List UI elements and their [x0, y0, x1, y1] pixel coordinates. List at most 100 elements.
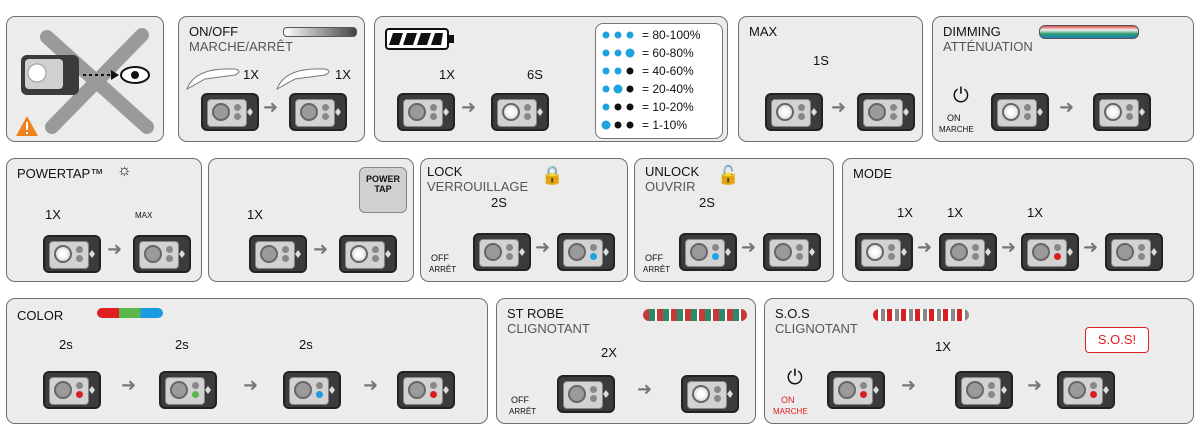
headlamp [1105, 233, 1163, 271]
unlock-off-sub: ARRÊT [643, 265, 671, 274]
arrow-icon: ➜ [1059, 97, 1075, 117]
onoff-tap2: 1X [335, 67, 351, 82]
arrow-icon: ➜ [313, 239, 329, 259]
legend-row: = 10-20% [642, 100, 694, 114]
arrow-icon: ➜ [107, 239, 123, 259]
arrow-icon: ➜ [121, 375, 137, 395]
sos-pattern-bar [873, 309, 969, 321]
sun-icon: ☼ [117, 162, 132, 179]
legend-row: = 80-100% [642, 28, 701, 42]
panel-battery: 1X 6S ➜ = 80-100% = 60-80% = 40-60% = 20… [374, 16, 728, 142]
arrow-icon: ➜ [901, 375, 917, 395]
sos-bubble-text: S.O.S! [1097, 332, 1137, 347]
sos-tap: 1X [935, 339, 951, 354]
strobe-off: OFF [511, 395, 529, 405]
onoff-title: ON/OFF [189, 24, 239, 39]
headlamp [1021, 233, 1079, 271]
dimming-title: DIMMING [943, 24, 1001, 39]
headlamp [763, 233, 821, 271]
lock-title: LOCK [427, 164, 463, 179]
warning-icon [16, 116, 38, 136]
arrow-icon: ➜ [831, 97, 847, 117]
battery-led-dots [601, 31, 635, 130]
mode-tap3: 1X [1027, 205, 1043, 220]
legend-row: = 1-10% [642, 118, 688, 132]
dimming-gradient-bar [1039, 25, 1139, 39]
lock-timer: 2S [491, 195, 507, 210]
panel-strobe: ST ROBE CLIGNOTANT 2X OFF ARRÊT ➜ [496, 298, 756, 424]
arrow-icon: ➜ [1083, 237, 1099, 257]
strobe-tap: 2X [601, 345, 617, 360]
unlock-title: UNLOCK [645, 164, 700, 179]
headlamp [283, 371, 341, 409]
headlamp [557, 233, 615, 271]
headlamp [679, 233, 737, 271]
sos-title: S.O.S [775, 306, 810, 321]
strobe-title: ST ROBE [507, 306, 564, 321]
panel-warning [6, 16, 164, 142]
dimming-on-sub: MARCHE [939, 125, 974, 134]
color-timer1: 2s [59, 337, 73, 352]
panel-onoff: ON/OFF MARCHE/ARRÊT 1X 1X ➜ [178, 16, 365, 142]
headlamp [557, 375, 615, 413]
powertap-tap1: 1X [45, 207, 61, 222]
strobe-off-sub: ARRÊT [509, 407, 537, 416]
headlamp [855, 233, 913, 271]
headlamp [955, 371, 1013, 409]
powertap-badge-line2: TAP [374, 184, 392, 194]
unlock-subtitle: OUVRIR [645, 179, 696, 194]
dimming-subtitle: ATTÉNUATION [943, 39, 1033, 54]
powertap-tap2: 1X [247, 207, 263, 222]
legend-row: = 40-60% [642, 64, 694, 78]
lock-icon: 🔒 [541, 165, 564, 185]
legend-row: = 20-40% [642, 82, 694, 96]
headlamp [397, 371, 455, 409]
mode-tap2: 1X [947, 205, 963, 220]
lock-off-sub: ARRÊT [429, 265, 457, 274]
arrow-icon: ➜ [917, 237, 933, 257]
panel-powertap-2: 1X POWER TAP ➜ [208, 158, 414, 282]
panel-mode: MODE 1X 1X 1X ➜ ➜ ➜ [842, 158, 1194, 282]
arrow-icon: ➜ [637, 379, 653, 399]
battery-timer: 6S [527, 67, 543, 82]
legend-box: = 80-100% = 60-80% = 40-60% = 20-40% = 1… [595, 23, 723, 139]
color-gradient-bar [97, 308, 163, 318]
arrow-icon: ➜ [263, 97, 279, 117]
color-timer2: 2s [175, 337, 189, 352]
legend-row: = 60-80% [642, 46, 694, 60]
headlamp [249, 235, 307, 273]
panel-unlock: UNLOCK OUVRIR 🔓 2S OFF ARRÊT ➜ [634, 158, 834, 282]
battery-tap: 1X [439, 67, 455, 82]
sos-on-sub: MARCHE [773, 407, 808, 416]
headlamp [765, 93, 823, 131]
headlamp [1093, 93, 1151, 131]
mode-tap1: 1X [897, 205, 913, 220]
panel-color: COLOR 2s 2s 2s ➜ ➜ ➜ [6, 298, 488, 424]
lock-off: OFF [431, 253, 449, 263]
onoff-gradient-bar [283, 27, 357, 37]
max-title: MAX [749, 24, 778, 39]
powertap-title: POWERTAP™ [17, 166, 104, 181]
headlamp [133, 235, 191, 273]
headlamp [991, 93, 1049, 131]
headlamp [289, 93, 347, 131]
powertap-badge-line1: POWER [365, 174, 400, 184]
power-icon: ⏻ [787, 367, 803, 389]
arrow-icon: ➜ [243, 375, 259, 395]
panel-lock: LOCK VERROUILLAGE 🔒 2S OFF ARRÊT ➜ [420, 158, 628, 282]
arrow-icon: ➜ [535, 237, 551, 257]
panel-sos: S.O.S CLIGNOTANT ⏻ ON MARCHE 1X ➜ ➜ S.O.… [764, 298, 1194, 424]
battery-icon [385, 28, 454, 50]
mode-title: MODE [853, 166, 892, 181]
sos-subtitle: CLIGNOTANT [775, 321, 858, 336]
headlamp [339, 235, 397, 273]
arrow-icon: ➜ [741, 237, 757, 257]
powertap-max: MAX [135, 211, 153, 220]
panel-powertap: POWERTAP™ ☼ 1X MAX ➜ [6, 158, 202, 282]
unlock-timer: 2S [699, 195, 715, 210]
power-icon: ⏻ [953, 85, 969, 107]
headlamp [1057, 371, 1115, 409]
panel-dimming: DIMMING ATTÉNUATION ⏻ ON MARCHE ➜ [932, 16, 1194, 142]
headlamp [397, 93, 455, 131]
arrow-icon: ➜ [1027, 375, 1043, 395]
